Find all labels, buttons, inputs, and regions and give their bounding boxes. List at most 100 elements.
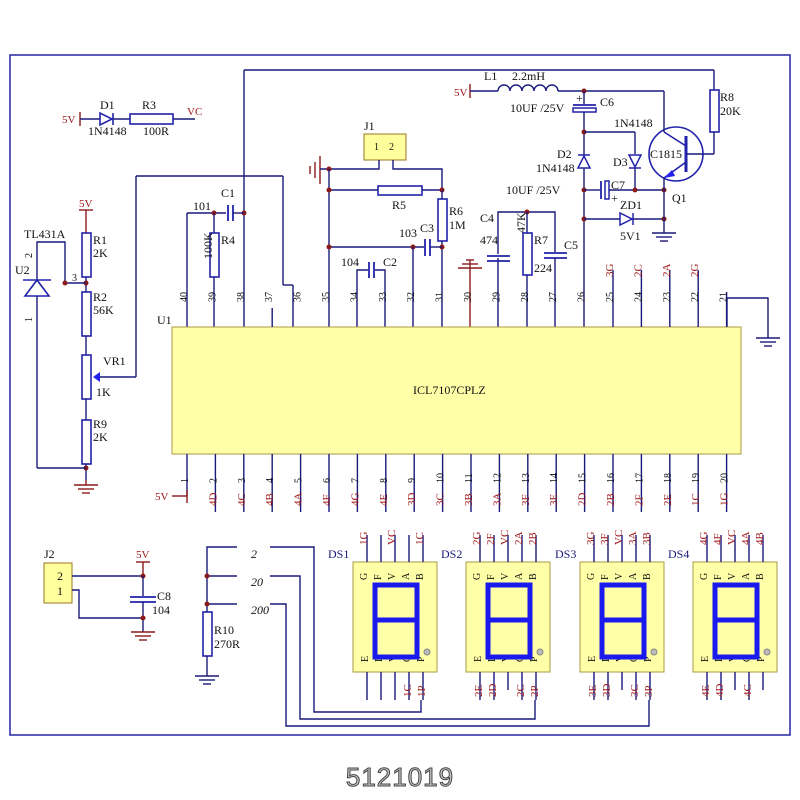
chip-pin-number: 20	[720, 473, 731, 483]
display-net-label: 2C	[515, 684, 527, 697]
j2-vcc-label: 5V	[136, 549, 150, 561]
resistor-r8	[709, 89, 720, 133]
d1-ref: D1	[100, 98, 115, 112]
chip-top-pin: 35	[321, 292, 332, 302]
r1-value: 2K	[93, 246, 108, 260]
c3-ref: C3	[420, 221, 434, 235]
display-net-label: 3C	[629, 684, 641, 697]
decimal-point	[536, 648, 544, 656]
diode-d2-icon	[576, 154, 592, 169]
range-select: 2 20 200 R10 270R	[195, 546, 650, 727]
chip-pin-number: 17	[634, 473, 645, 483]
q1-value: C1815	[650, 147, 682, 161]
resistor-r5	[377, 185, 423, 196]
chip-pin-number: 8	[379, 478, 390, 483]
display-body	[692, 561, 778, 673]
display-body	[352, 561, 438, 673]
c1-value: 101	[193, 199, 211, 213]
chip-pin-number: 3	[237, 478, 248, 483]
chip-bottom-pin: 24D	[207, 454, 219, 512]
display-pin-label: F	[600, 574, 611, 580]
display-ref: DS4	[668, 547, 689, 561]
decimal-point	[763, 648, 771, 656]
chip-bottom-pin: 64F	[321, 454, 333, 512]
wiper-arrow-icon	[93, 372, 100, 382]
c8-ref: C8	[157, 589, 171, 603]
chip-pin-net: 2C	[632, 264, 644, 277]
r3-ref: R3	[142, 98, 156, 112]
chip-pin-number: 11	[464, 473, 475, 483]
chip-pin-number: 24	[633, 292, 644, 302]
range-label-2[interactable]: 2	[251, 547, 257, 561]
range-label-200[interactable]: 200	[251, 603, 269, 617]
frame	[9, 54, 791, 736]
chip-bottom-pin: 74G	[349, 454, 361, 512]
display-net-label: 2F	[485, 533, 497, 545]
display-pin-label: G	[586, 573, 597, 580]
c6-plus: +	[576, 91, 583, 105]
chip-pin1-supply: 5V	[155, 491, 169, 503]
display-pin-label: V	[614, 572, 625, 580]
chip-pin-number: 14	[549, 473, 560, 483]
chip-pin-number: 12	[492, 473, 503, 483]
chip-pin-net: 2B	[605, 493, 617, 506]
display-pin-label: B	[528, 573, 539, 580]
chip-top-pin: 33	[378, 292, 389, 302]
display-pin-label: V	[500, 572, 511, 580]
display-pin-label: A	[628, 572, 639, 580]
r1-vcc-label: 5V	[79, 198, 93, 210]
chip-pin-number: 9	[407, 478, 418, 483]
zener-zd1-icon	[619, 211, 634, 227]
chip-pin-number: 40	[179, 292, 190, 302]
chip-pin-net: 3D	[406, 493, 418, 507]
range-label-20[interactable]: 20	[251, 575, 263, 589]
chip-top-pin: 36	[293, 292, 304, 302]
chip-top-pin: 32	[406, 292, 417, 302]
display-net-label: VC	[726, 530, 738, 545]
display-net-label: 3F	[599, 533, 611, 545]
display-row: DS1GE1GFDVVVCAC1CBP1C1PDS2GE2G2EFD2F2DVV…	[328, 530, 778, 700]
display-pin-label: F	[373, 574, 384, 580]
decimal-point	[423, 648, 431, 656]
display-pin-label: A	[401, 572, 412, 580]
display-net-label: 2D	[487, 684, 499, 698]
vcc-label: 5V	[62, 114, 76, 126]
chip-top-pin: 21	[719, 292, 730, 327]
chip-pin-number: 36	[293, 292, 304, 302]
chip-pin-net: 3G	[604, 264, 616, 278]
c2-ref: C2	[383, 255, 397, 269]
resistor-r7	[522, 232, 533, 276]
u2-pin2: 2	[24, 253, 35, 258]
chip-top-pin: 31	[435, 292, 446, 302]
j1-ref: J1	[364, 119, 375, 133]
diode-d1-icon	[99, 111, 114, 127]
display-ref: DS3	[555, 547, 576, 561]
chip-pin-net: 4C	[236, 493, 248, 506]
display-net-label: 1P	[416, 685, 428, 697]
chip-pin-number: 38	[236, 292, 247, 302]
chip-pin-number: 15	[578, 473, 589, 483]
r9-ref: R9	[93, 417, 107, 431]
u2-pin1: 1	[24, 317, 35, 322]
chip-pin-number: 37	[264, 292, 275, 302]
l1-value: 2.2mH	[512, 69, 545, 83]
chip-top-pin: 30	[463, 292, 474, 302]
c2-value: 104	[341, 255, 359, 269]
chip-bottom-pin: 84E	[378, 454, 390, 512]
resistor-r6	[437, 198, 448, 242]
r4-value: 100K	[201, 232, 215, 259]
chip-bottom-pin: 14 3E	[548, 454, 560, 512]
d2-value: 1N4148	[536, 161, 575, 175]
c4-value: 474	[480, 233, 498, 247]
chip-pin-net: 2E	[662, 494, 674, 507]
display-net-label: VC	[613, 530, 625, 545]
d1-value: 1N4148	[88, 124, 127, 138]
chip-pin-net: 3E	[548, 494, 560, 507]
display-net-label: 4B	[754, 532, 766, 545]
chip-body	[171, 326, 742, 455]
